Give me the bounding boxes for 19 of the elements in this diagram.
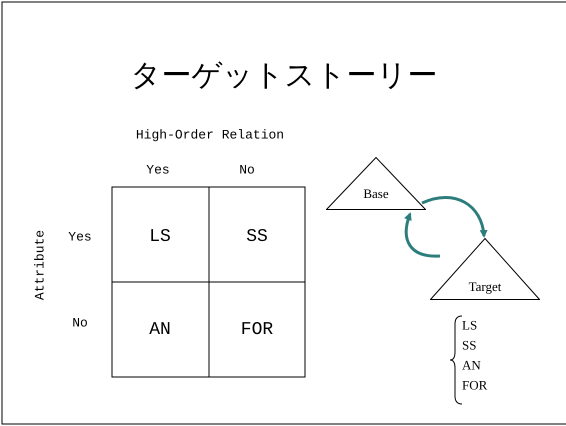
- matrix-cell-text: SS: [246, 228, 268, 246]
- curved-arrow: [421, 196, 488, 238]
- row-heading: Yes: [68, 230, 92, 244]
- column-heading: Yes: [146, 164, 170, 176]
- title: ターゲットストーリー: [130, 61, 438, 91]
- column-heading: No: [239, 164, 255, 176]
- list-item: AN: [462, 358, 481, 372]
- row-heading: No: [72, 316, 88, 330]
- triangle-node: Base: [326, 157, 426, 210]
- curved-arrow: [404, 212, 440, 258]
- matrix-cell-text: FOR: [240, 321, 274, 339]
- axis-title: High-Order Relation: [136, 128, 284, 142]
- list-item: FOR: [462, 378, 488, 392]
- matrix-cell-text: AN: [149, 321, 171, 339]
- axis-title: Attribute: [34, 230, 46, 300]
- list-item: SS: [462, 338, 476, 352]
- matrix-cell-text: LS: [149, 228, 171, 246]
- triangle-node: Target: [430, 238, 540, 300]
- list-item: LS: [462, 318, 478, 332]
